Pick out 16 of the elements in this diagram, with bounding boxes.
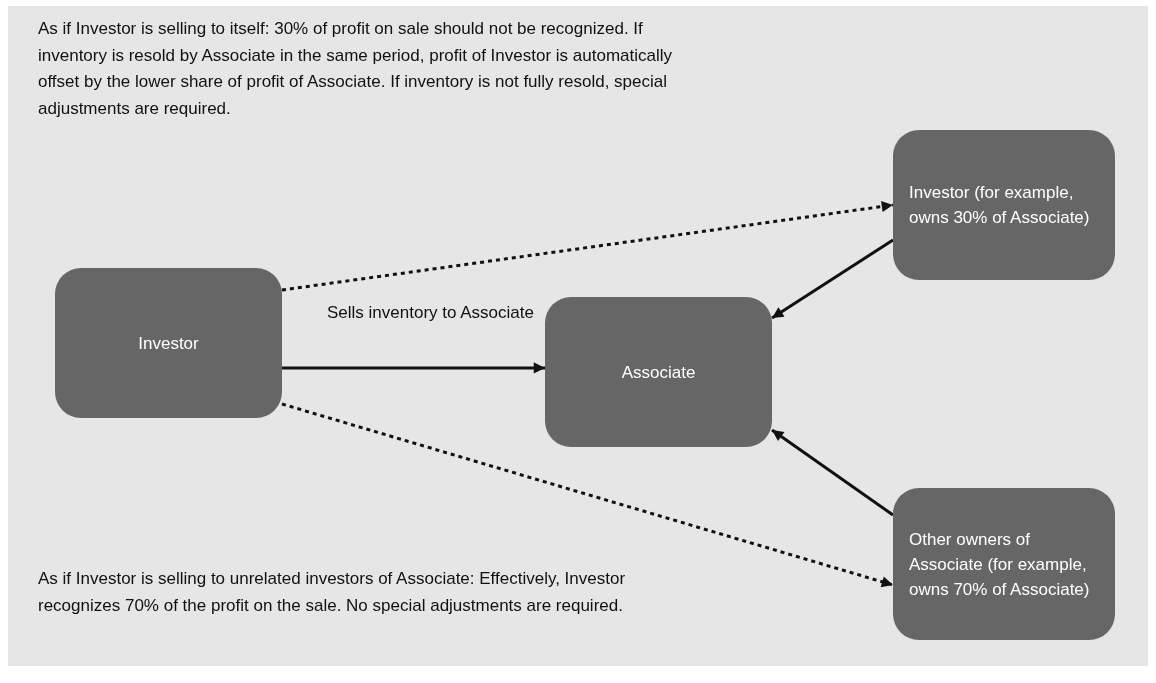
arrow: [282, 362, 545, 374]
entity-label: Investor (for example, owns 30% of Associate): [909, 182, 1091, 229]
dotted-arrow: [281, 402, 894, 588]
entity-box: [893, 488, 1115, 640]
dotted-arrow: [281, 201, 894, 292]
entity-label: Other owners of Associate (for example, owns 70% of Associate): [909, 528, 1091, 601]
edge-label: Sells inventory to Associate: [327, 302, 535, 324]
arrow: [771, 238, 894, 320]
note-text: As if Investor is selling to unrelated investors of Associate: Effectively, Investor recognizes 70% of the profit on the sale. No special adjustments are required.: [38, 568, 627, 617]
entity-box: [55, 268, 282, 418]
entity-box: [545, 297, 772, 447]
entity-box: [893, 130, 1115, 280]
entity-label: Associate: [621, 361, 696, 384]
entity-label: Investor: [138, 332, 199, 355]
note-text: As if Investor is selling to itself: 30% of profit on sale should not be recognized. If inventory is resold by Associate in the same period, profit of Investor is automatically offset by the lower share of profit of Associate. If inventory is not fully resold, special adjustments are required.: [38, 18, 674, 120]
arrow: [771, 428, 894, 517]
